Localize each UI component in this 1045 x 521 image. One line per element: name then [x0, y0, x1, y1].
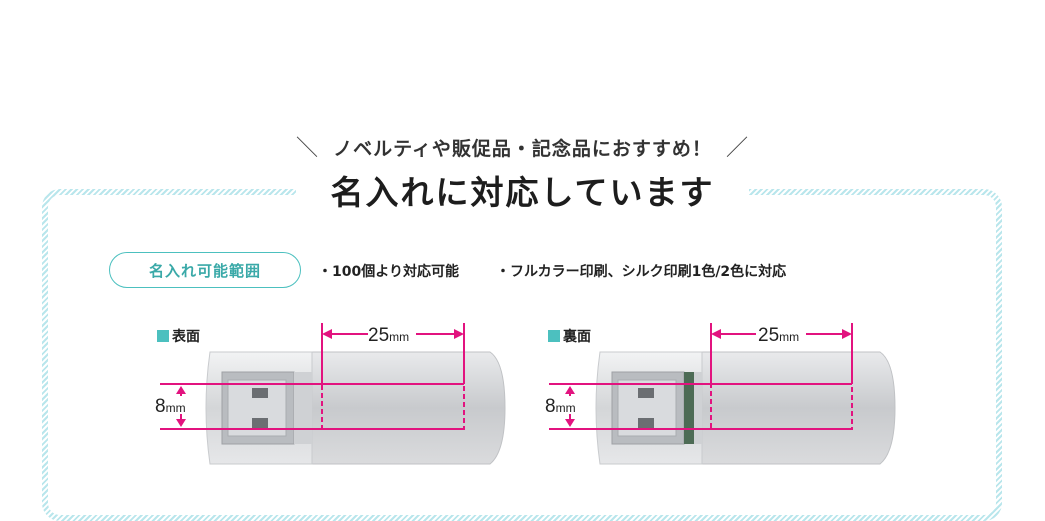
back-width-value: 25mm: [758, 325, 799, 346]
square-bullet-icon: [157, 330, 169, 342]
slash-right-icon: ／: [725, 136, 749, 161]
front-height-value: 8mm: [155, 396, 186, 417]
back-height-unit: mm: [556, 401, 576, 415]
front-width-value: 25mm: [368, 325, 409, 346]
back-label-text: 裏面: [563, 329, 591, 345]
tagline: ＼ ノベルティや販促品・記念品におすすめ！ ／: [0, 130, 1045, 162]
front-height-number: 8: [155, 396, 166, 417]
back-width-number: 25: [758, 325, 779, 346]
square-bullet-icon: [548, 330, 560, 342]
usb-front-illustration: [205, 351, 506, 465]
back-height-value: 8mm: [545, 396, 576, 417]
back-label: 裏面: [548, 326, 591, 346]
spec-min-quantity: ・100個より対応可能: [318, 264, 459, 280]
front-dimensions: [160, 323, 465, 430]
usb-back-illustration: [595, 351, 896, 465]
title-mask: [296, 180, 749, 204]
front-label-text: 表面: [172, 329, 200, 345]
front-width-number: 25: [368, 325, 389, 346]
front-label: 表面: [157, 326, 200, 346]
back-dimensions: [549, 323, 853, 430]
spec-print-method: ・フルカラー印刷、シルク印刷1色/2色に対応: [496, 264, 787, 280]
imprint-range-badge: 名入れ可能範囲: [109, 252, 301, 288]
back-height-number: 8: [545, 396, 556, 417]
slash-left-icon: ＼: [296, 136, 320, 161]
tagline-text: ノベルティや販促品・記念品におすすめ！: [333, 138, 712, 160]
front-width-unit: mm: [389, 330, 409, 344]
front-height-unit: mm: [166, 401, 186, 415]
back-width-unit: mm: [779, 330, 799, 344]
page-title: 名入れに対応しています: [330, 173, 715, 212]
